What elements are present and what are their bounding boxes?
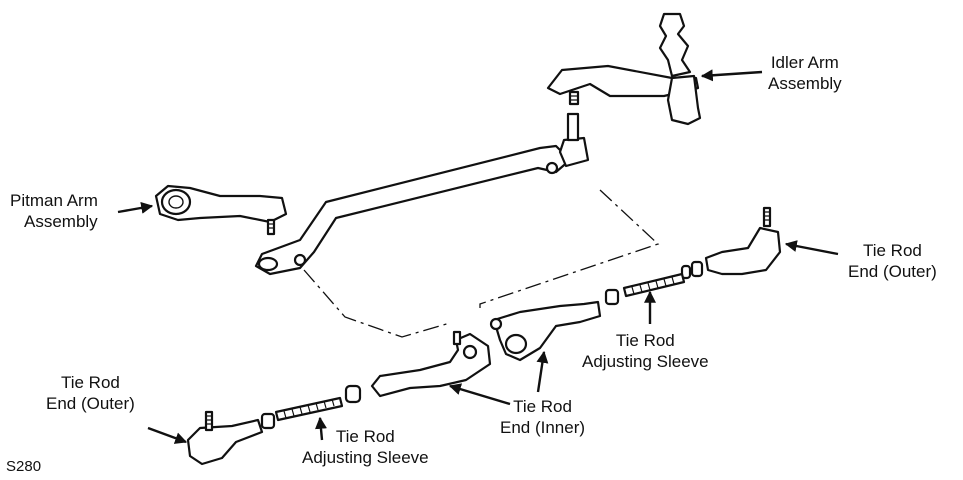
pitman-arm-assembly [154, 184, 288, 236]
label-adjusting-sleeve-left: Tie Rod Adjusting Sleeve [302, 427, 429, 467]
left-tie-rod-assembly [186, 330, 492, 466]
figure-id: S280 [6, 458, 42, 475]
arrow-tie-rod-end-inner [536, 350, 549, 393]
idler-arm-assembly [546, 12, 702, 126]
arrow-idler-arm [700, 69, 763, 82]
label-tie-rod-end-outer-left: Tie Rod End (Outer) [46, 373, 135, 413]
centerline-frame [303, 189, 660, 338]
arrow-tie-rod-end-inner-left [448, 383, 511, 406]
arrow-adjusting-sleeve-left [315, 416, 327, 441]
label-tie-rod-end-inner: Tie Rod End (Inner) [500, 397, 586, 437]
label-adjusting-sleeve-right: Tie Rod Adjusting Sleeve [582, 331, 709, 371]
inner-tie-rod-end [489, 300, 602, 362]
center-link [254, 112, 590, 276]
arrow-pitman-arm [117, 201, 154, 214]
right-tie-rod-assembly [604, 206, 782, 306]
label-tie-rod-end-outer-right: Tie Rod End (Outer) [848, 241, 937, 281]
label-idler-arm-assembly: Idler Arm Assembly [768, 53, 842, 93]
arrow-tie-rod-end-outer-right [784, 240, 839, 256]
callout-arrows [117, 69, 839, 444]
arrow-tie-rod-end-outer-left [147, 426, 188, 444]
label-pitman-arm-assembly: Pitman Arm Assembly [10, 191, 98, 231]
